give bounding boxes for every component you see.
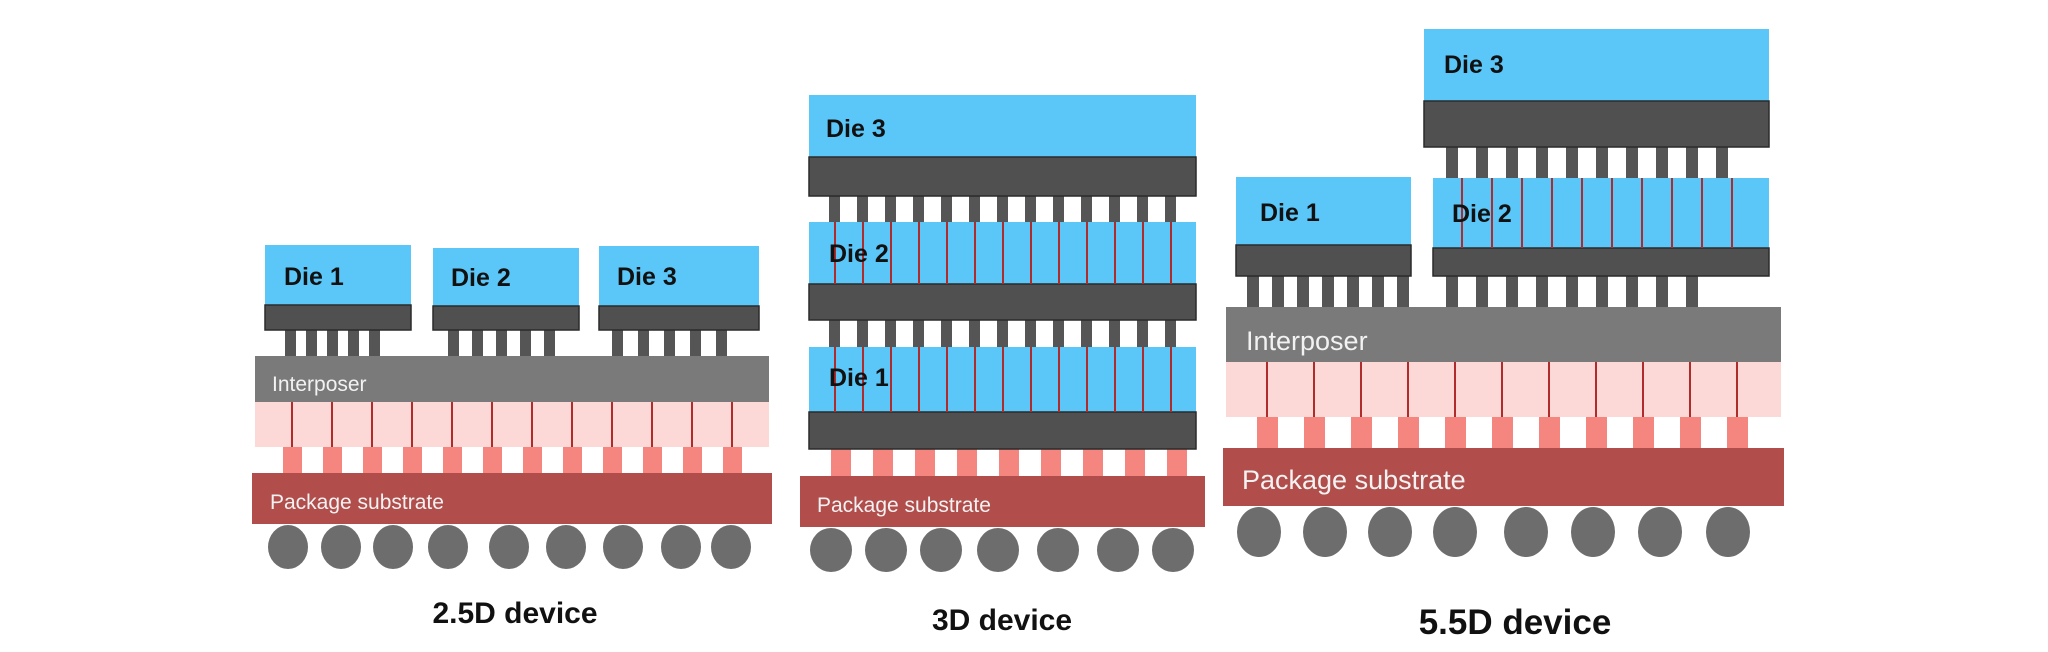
die-2-label-3d: Die 2 — [829, 240, 889, 268]
package-substrate-2-5d — [252, 473, 772, 524]
pillars-die-3-5-5d — [1446, 147, 1728, 178]
interposer-5-5d — [1226, 307, 1781, 362]
die-1-2-5d — [265, 245, 411, 305]
package-substrate-label-5-5d: Package substrate — [1242, 465, 1466, 495]
caption-5-5d: 5.5D device — [1419, 603, 1612, 642]
die-3-2-5d — [599, 246, 759, 306]
tsv-lines-die-1-3d — [834, 347, 1172, 412]
tsv-lines-die-2-5-5d — [1461, 178, 1733, 248]
bumps-5-5d — [1257, 417, 1748, 448]
die-3-label-3d: Die 3 — [826, 115, 886, 143]
bumps-3d — [831, 449, 1187, 476]
pillars-die-1-5-5d — [1247, 276, 1409, 307]
pillars-upper-3d — [829, 196, 1176, 222]
interposer-label-2-5d: Interposer — [272, 373, 367, 396]
die-1-label-2-5d: Die 1 — [284, 263, 344, 291]
die-1-base-2-5d — [264, 304, 412, 331]
die-3-base-2-5d — [598, 305, 760, 331]
die-2-label-2-5d: Die 2 — [451, 264, 511, 292]
package-substrate-label-3d: Package substrate — [817, 494, 991, 517]
die-2-label-5-5d: Die 2 — [1452, 200, 1512, 228]
die-3-label-2-5d: Die 3 — [617, 263, 677, 291]
solder-balls-3d — [810, 528, 1194, 572]
caption-3d: 3D device — [932, 604, 1072, 637]
pillars-lower-3d — [829, 320, 1176, 347]
die-2-base-5-5d — [1432, 247, 1770, 277]
interposer-tsv-layer-2-5d — [255, 402, 769, 447]
package-substrate-3d — [800, 476, 1205, 527]
die-2-2-5d — [433, 248, 579, 306]
die-3-base-5-5d — [1423, 100, 1770, 148]
caption-2-5d: 2.5D device — [432, 597, 597, 630]
die-3-label-5-5d: Die 3 — [1444, 51, 1504, 79]
die-2-base-2-5d — [432, 305, 580, 331]
die-3-5-5d — [1424, 29, 1769, 101]
device-2-5d: Package substrate — [252, 245, 772, 630]
device-5-5d: Package substrate — [1223, 29, 1784, 642]
interposer-tsv-layer-5-5d — [1226, 362, 1781, 417]
solder-balls-5-5d — [1237, 507, 1750, 557]
package-substrate-5-5d — [1223, 448, 1784, 506]
pillars-die-2-5-5d — [1446, 276, 1698, 307]
interposer-label-5-5d: Interposer — [1246, 326, 1368, 356]
bumps-2-5d — [283, 447, 742, 473]
device-3d: Package substrate — [800, 95, 1205, 637]
tsv-lines-2-5d — [291, 402, 733, 447]
die-3-base-3d — [808, 156, 1197, 197]
die-1-base-5-5d — [1235, 244, 1412, 277]
die-2-5-5d — [1433, 178, 1769, 248]
micro-pillars-2-5d — [285, 330, 727, 356]
die-1-label-5-5d: Die 1 — [1260, 199, 1320, 227]
die-1-label-3d: Die 1 — [829, 364, 889, 392]
solder-balls-2-5d — [268, 525, 751, 569]
tsv-lines-die-2-3d — [834, 222, 1172, 284]
die-1-base-3d — [808, 411, 1197, 450]
die-2-base-3d — [808, 283, 1197, 321]
tsv-lines-5-5d — [1266, 362, 1738, 417]
die-1-5-5d — [1236, 177, 1411, 245]
interposer-2-5d — [255, 356, 769, 402]
die-3-3d — [809, 95, 1196, 157]
package-substrate-label-2-5d: Package substrate — [270, 491, 444, 514]
